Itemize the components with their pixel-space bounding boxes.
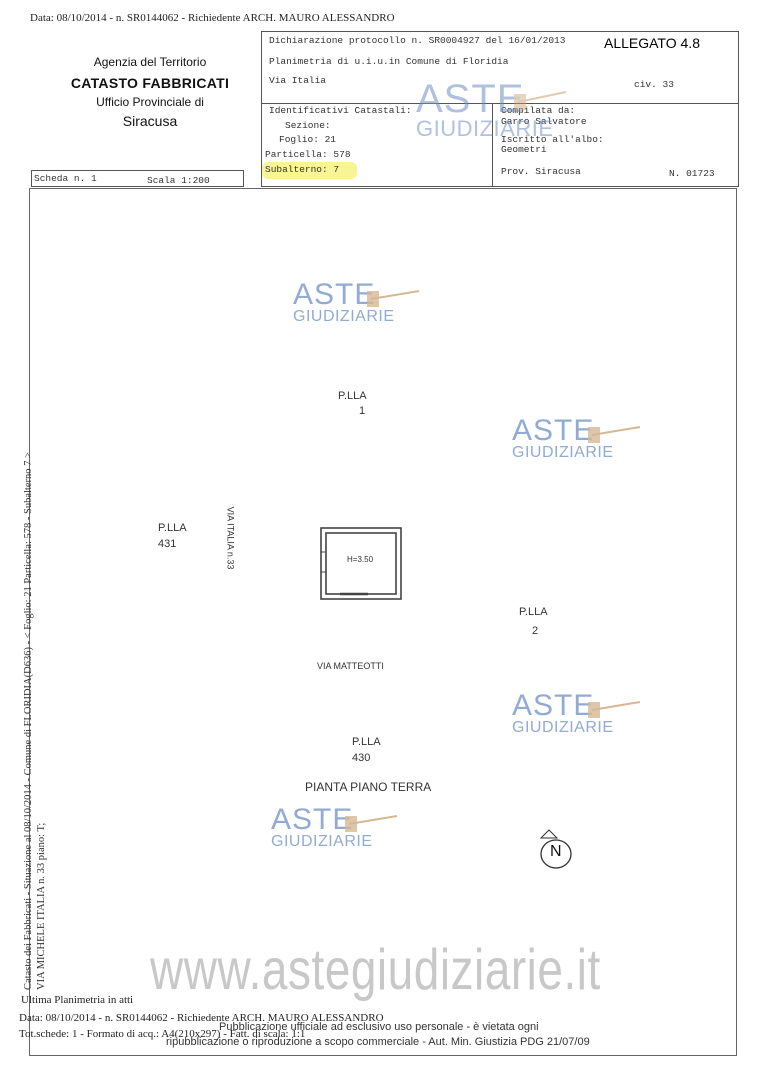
north-label: N bbox=[550, 843, 562, 860]
aste-watermark-aste: ASTE bbox=[271, 803, 354, 836]
declaration-civic: civ. 33 bbox=[634, 79, 674, 90]
side-text: Catasto dei Fabbricati - Situazione al 0… bbox=[22, 452, 48, 990]
aste-watermark-logo: ASTE GIUDIZIARIE bbox=[512, 689, 641, 736]
plla-2-number: 2 bbox=[532, 625, 539, 637]
identifiers-sezione: Sezione: bbox=[285, 120, 331, 131]
agency-name: Agenzia del Territorio bbox=[93, 55, 207, 69]
subalterno-highlight bbox=[262, 162, 357, 179]
plla-1-number: 1 bbox=[359, 405, 366, 417]
identifiers-particella: Particella: 578 bbox=[265, 149, 351, 160]
compiler-province: Prov. Siracusa bbox=[501, 166, 581, 177]
aste-watermark-aste: ASTE bbox=[416, 77, 525, 121]
side-text-line-1: Catasto dei Fabbricati - Situazione al 0… bbox=[23, 452, 34, 990]
scheda-number: Scheda n. 1 bbox=[34, 173, 97, 184]
identifiers-subalterno: Subalterno: 7 bbox=[265, 164, 340, 175]
room-height: H=3.50 bbox=[347, 555, 374, 564]
declaration-planimetria: Planimetria di u.i.u.in Comune di Florid… bbox=[269, 56, 509, 67]
plla-431-number: 431 bbox=[158, 538, 177, 550]
compiler-number: N. 01723 bbox=[669, 168, 715, 179]
allegato-label: ALLEGATO 4.8 bbox=[604, 35, 700, 51]
footer-tot: Tot.schede: 1 - Formato di acq.: A4(210x… bbox=[19, 1028, 306, 1040]
aste-watermark-aste: ASTE bbox=[512, 414, 595, 447]
compiler-title: Compilata da: bbox=[501, 105, 576, 116]
plan-frame bbox=[29, 188, 737, 1056]
plla-431-label: P.LLA bbox=[158, 522, 187, 534]
compiler-albo: Iscritto all'albo: bbox=[501, 134, 604, 145]
compiler-box bbox=[492, 103, 739, 187]
floor-title: PIANTA PIANO TERRA bbox=[305, 780, 432, 794]
agency-catasto: CATASTO FABBRICATI bbox=[70, 75, 230, 91]
compiler-profession: Geometri bbox=[501, 144, 547, 155]
footer-note-2: ripubblicazione o riproduzione a scopo c… bbox=[166, 1036, 590, 1048]
footer-note-1: Pubblicazione ufficiale ad esclusivo uso… bbox=[219, 1021, 539, 1033]
via-matteotti-label: VIA MATTEOTTI bbox=[317, 661, 384, 671]
north-arrow-icon bbox=[539, 829, 572, 869]
aste-watermark-giudiziarie: GIUDIZIARIE bbox=[293, 308, 395, 325]
scheda-scale: Scala 1:200 bbox=[147, 175, 210, 186]
site-watermark: www.astegiudiziarie.it bbox=[150, 936, 601, 1002]
agency-city: Siracusa bbox=[122, 113, 178, 129]
identifiers-foglio: Foglio: 21 bbox=[279, 134, 337, 145]
aste-watermark-aste: ASTE bbox=[512, 689, 595, 722]
aste-watermark-giudiziarie: GIUDIZIARIE bbox=[416, 116, 554, 141]
document-header-line: Data: 08/10/2014 - n. SR0144062 - Richie… bbox=[30, 12, 395, 24]
scheda-box bbox=[31, 170, 244, 187]
aste-watermark-aste: ASTE bbox=[293, 278, 376, 311]
aste-watermark-giudiziarie: GIUDIZIARIE bbox=[271, 833, 373, 850]
aste-watermark-giudiziarie: GIUDIZIARIE bbox=[512, 719, 614, 736]
identifiers-title: Identificativi Catastali: bbox=[269, 105, 412, 116]
compiler-name: Garro Salvatore bbox=[501, 116, 587, 127]
gavel-icon bbox=[588, 426, 641, 443]
gavel-icon bbox=[367, 290, 420, 307]
aste-watermark-giudiziarie: GIUDIZIARIE bbox=[512, 444, 614, 461]
agency-office: Ufficio Provinciale di bbox=[96, 95, 204, 109]
gavel-icon bbox=[514, 91, 567, 110]
via-italia-label: VIA ITALIA n.33 bbox=[225, 506, 236, 570]
plla-1-label: P.LLA bbox=[338, 390, 367, 402]
gavel-icon bbox=[588, 701, 641, 718]
plla-430-number: 430 bbox=[352, 752, 371, 764]
room-plan bbox=[320, 527, 402, 600]
aste-watermark-logo: ASTE GIUDIZIARIE bbox=[271, 803, 398, 850]
declaration-street: Via Italia bbox=[269, 75, 327, 86]
declaration-protocol: Dichiarazione protocollo n. SR0004927 de… bbox=[269, 35, 566, 46]
aste-watermark-logo: ASTE GIUDIZIARIE bbox=[512, 414, 641, 461]
footer-last-plan: Ultima Planimetria in atti bbox=[21, 994, 134, 1006]
aste-watermark-logo: ASTE GIUDIZIARIE bbox=[416, 77, 567, 141]
aste-watermark-logo: ASTE GIUDIZIARIE bbox=[293, 278, 420, 325]
plla-2-label: P.LLA bbox=[519, 606, 548, 618]
side-text-line-2: VIA MICHELE ITALIA n. 33 piano: T; bbox=[36, 822, 47, 990]
gavel-icon bbox=[345, 815, 398, 832]
footer-data: Data: 08/10/2014 - n. SR0144062 - Richie… bbox=[19, 1012, 384, 1024]
plla-430-label: P.LLA bbox=[352, 736, 381, 748]
